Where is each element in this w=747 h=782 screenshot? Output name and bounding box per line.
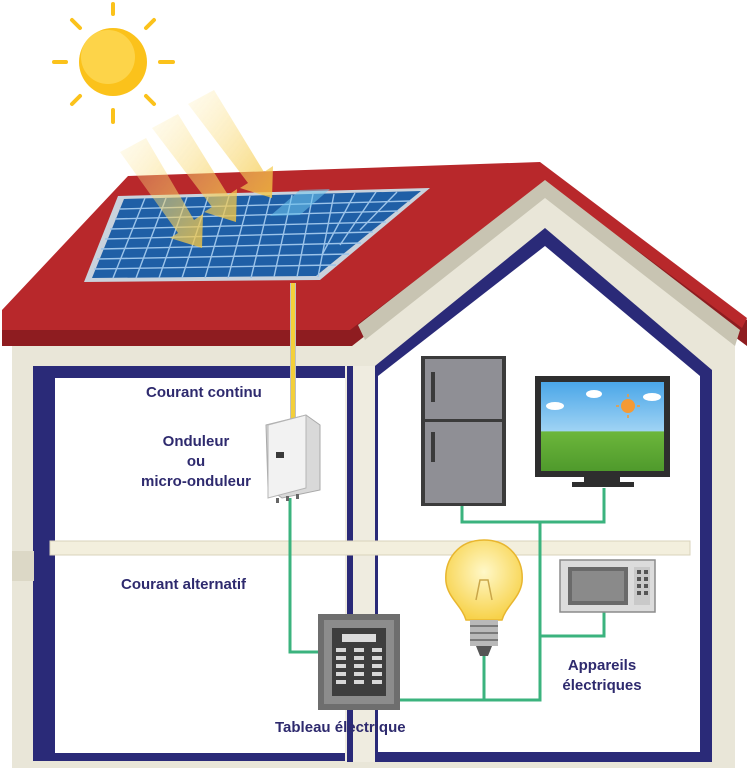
outer-wall-trim bbox=[12, 551, 34, 581]
tv-icon bbox=[535, 376, 670, 487]
wiring bbox=[288, 283, 606, 702]
microwave-icon bbox=[559, 559, 656, 613]
label-inverter-line3: micro-onduleur bbox=[140, 473, 251, 490]
floor-slab bbox=[49, 540, 691, 556]
label-inverter-line2: ou bbox=[186, 453, 206, 470]
label-ac-current: Courant alternatif bbox=[121, 576, 247, 593]
label-appliances-line2: électriques bbox=[562, 677, 642, 694]
label-inverter-line1: Onduleur bbox=[162, 433, 230, 450]
label-appliances-line1: Appareils bbox=[567, 657, 637, 674]
center-wall-edge bbox=[347, 366, 353, 762]
main-branch-wire bbox=[484, 522, 542, 702]
label-dc-current: Courant continu bbox=[146, 384, 262, 401]
roof-eave-left bbox=[2, 330, 352, 346]
microwave-wire bbox=[540, 612, 606, 638]
light-bulb-icon bbox=[445, 539, 523, 656]
fridge-icon bbox=[421, 356, 506, 506]
ac-wire bbox=[288, 498, 318, 654]
solar-panel-icon bbox=[84, 188, 430, 282]
sun-icon bbox=[52, 2, 175, 124]
breaker-panel-icon bbox=[318, 614, 400, 710]
fridge-tv-wire bbox=[460, 488, 606, 524]
label-panel-board: Tableau électrique bbox=[275, 719, 406, 736]
panel-reflection bbox=[270, 189, 330, 216]
inverter-icon bbox=[265, 414, 321, 503]
sun-beams bbox=[120, 90, 273, 248]
